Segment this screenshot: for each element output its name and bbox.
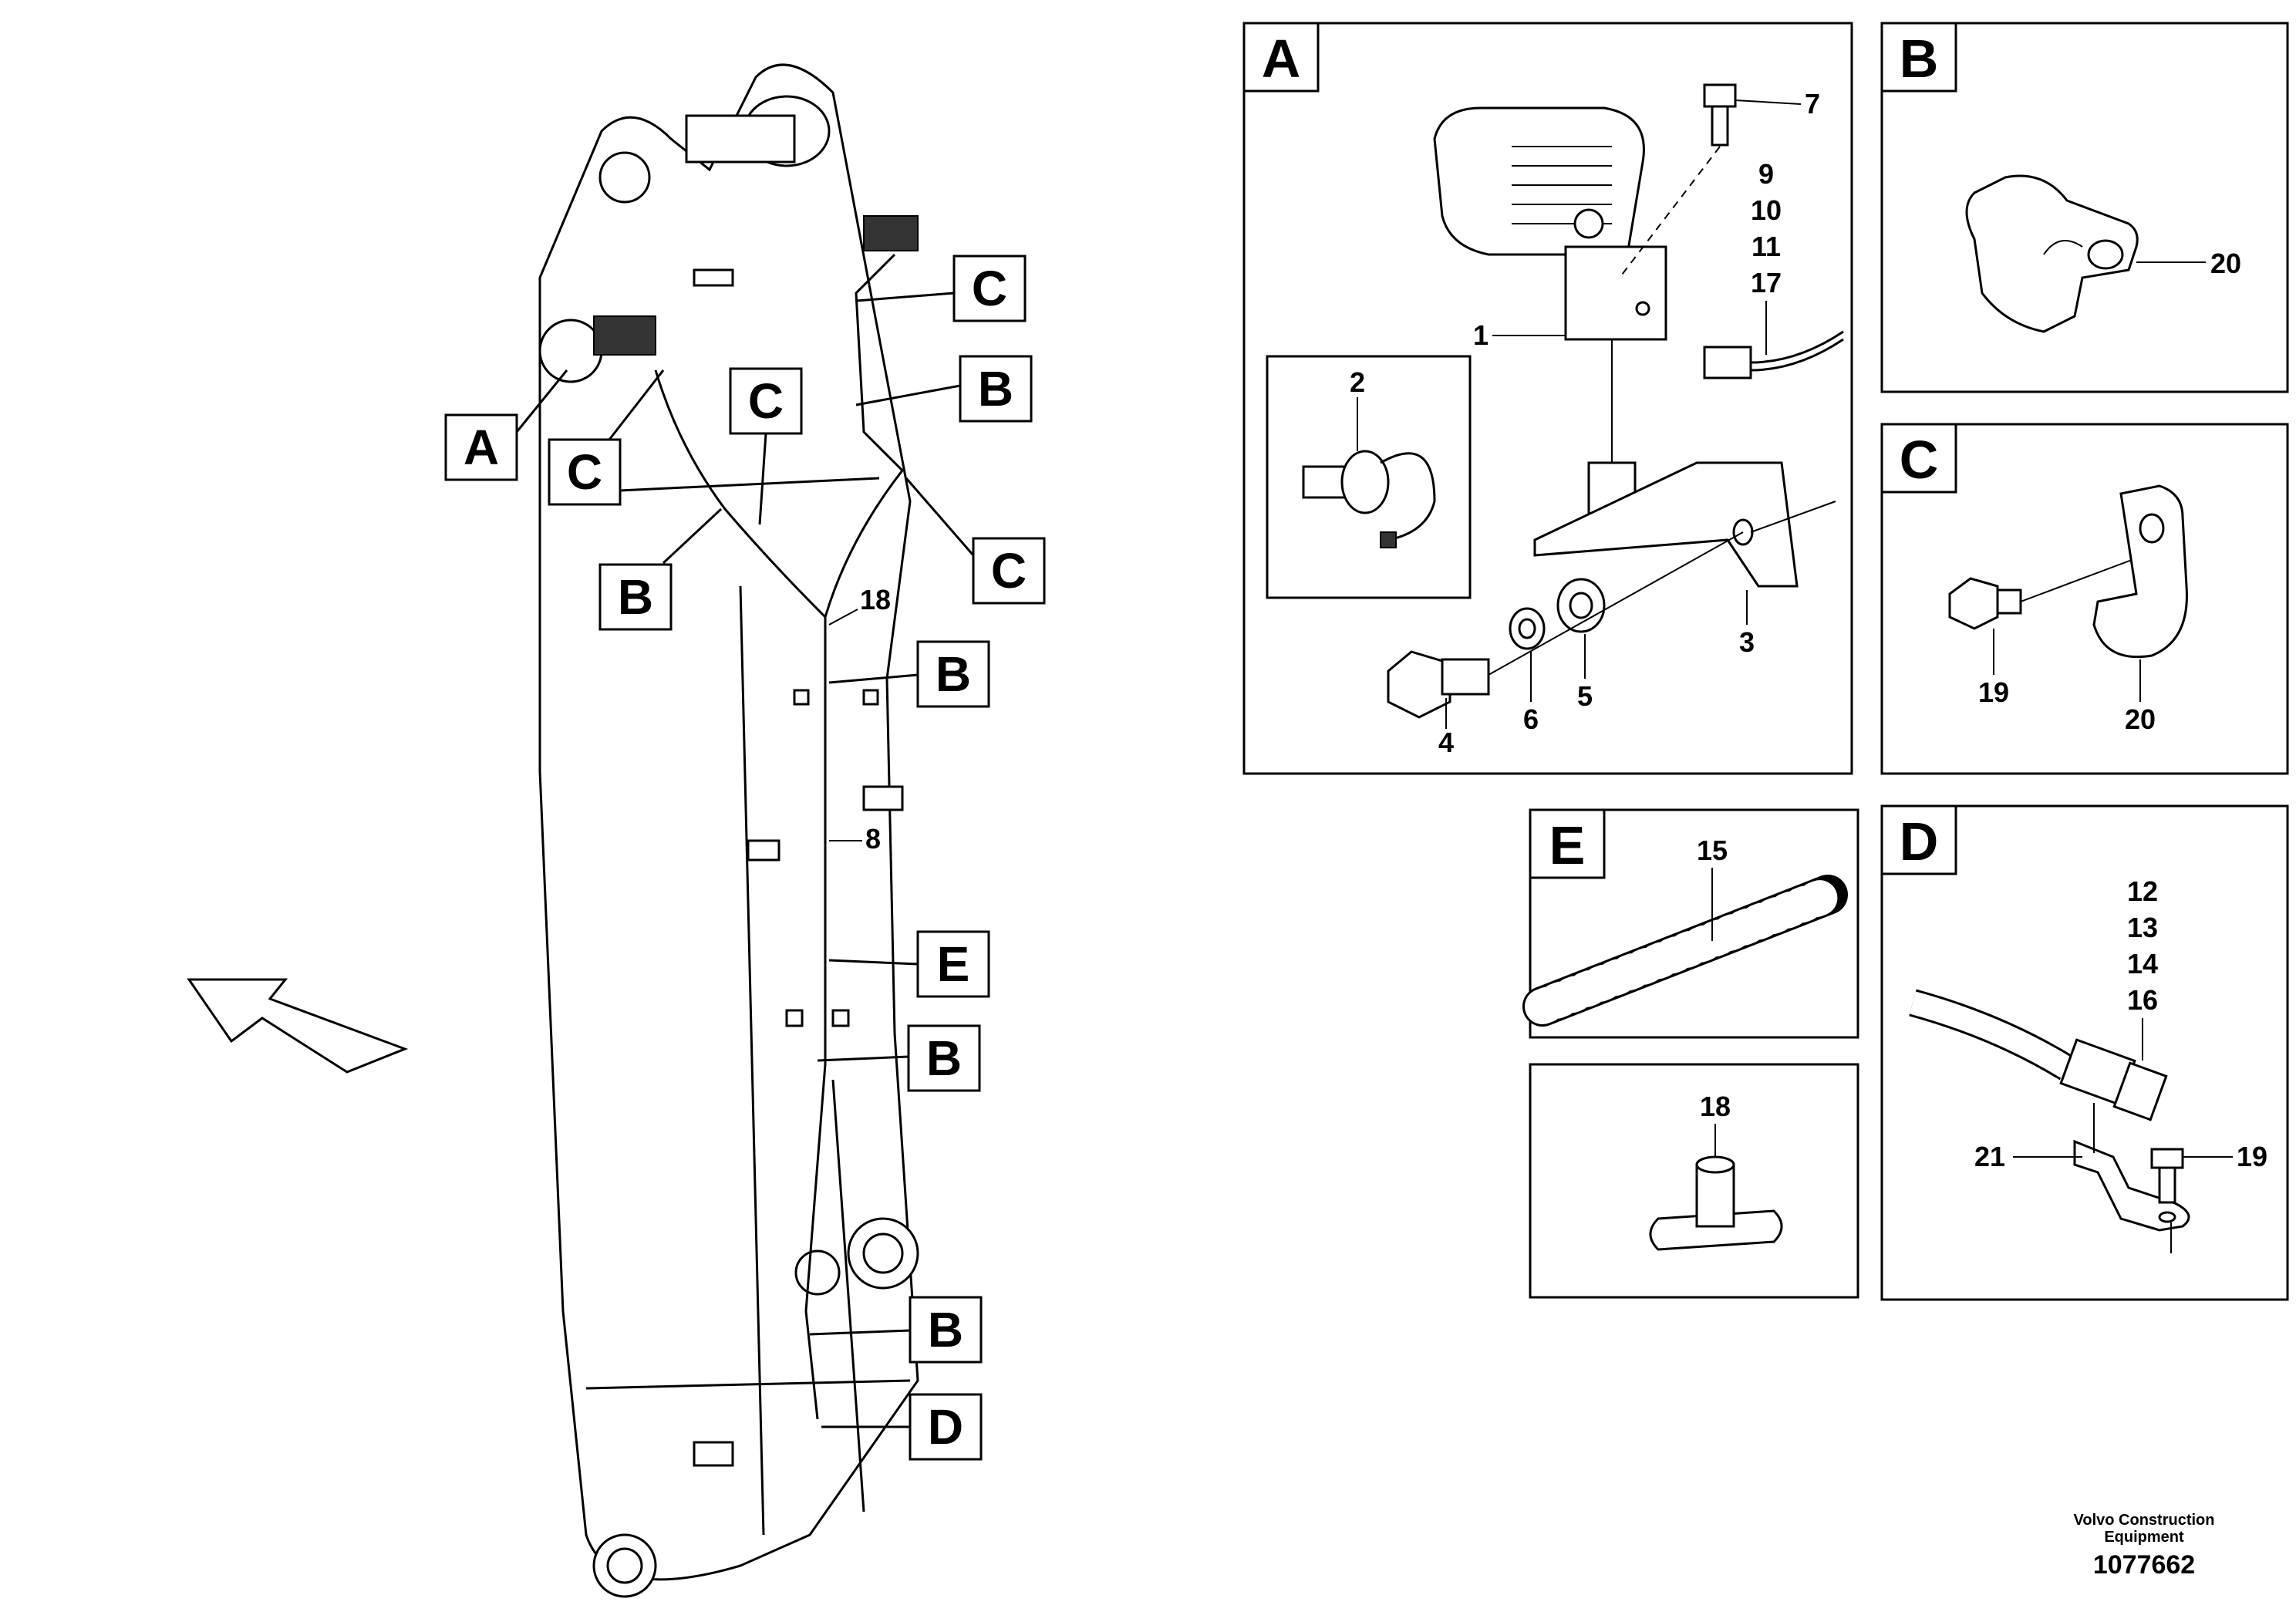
part-label-19-D: 19 [2237,1141,2267,1172]
svg-text:D: D [1900,811,1939,872]
svg-text:C: C [1900,430,1939,490]
hex-bolt-4-icon [1387,650,1490,719]
document-number: 1077662 [2092,1550,2196,1580]
svg-text:C: C [991,543,1027,599]
detail-panel-E: E 15 [1522,808,1859,1039]
maker-line-1: Volvo Construction [2073,1512,2215,1529]
part-label-18-detail: 18 [1700,1091,1731,1122]
part-label-1: 1 [1473,319,1489,351]
svg-text:B: B [1900,29,1939,89]
bolt-19-icon [1948,555,2145,630]
part-label-8-boom: 8 [829,823,881,855]
svg-text:2: 2 [1350,366,1365,398]
part-label-20-B: 20 [2210,248,2241,279]
callout-tag-A-boom: A [444,369,568,481]
part-label-12: 12 [2127,875,2158,907]
callout-tag-B-boom-4: B [817,1024,981,1092]
svg-text:E: E [937,936,970,992]
p-clamp-20-icon [1965,174,2139,333]
part-label-13: 13 [2127,912,2158,943]
direction-arrow-icon [187,978,409,1074]
svg-text:A: A [464,420,499,475]
washer-6-icon [1509,607,1546,650]
connector-17-icon [1703,330,1844,379]
svg-text:C: C [972,261,1007,316]
detail-panel-C: C 19 20 [1880,423,2289,775]
svg-text:E: E [1549,815,1586,875]
callout-tag-B-boom-2: B [598,508,723,631]
svg-text:B: B [618,569,653,625]
part-label-3: 3 [1739,626,1755,658]
callout-tag-B-boom-5: B [809,1296,983,1364]
tee-connector-18-icon [1649,1155,1783,1251]
svg-text:D: D [928,1399,963,1455]
part-label-16: 16 [2127,984,2158,1016]
callout-tag-C-boom-2: C [729,367,803,525]
callout-tag-E-boom: E [828,930,990,998]
boom-assembly [538,63,919,1598]
mount-bracket-icon [1533,339,1836,588]
callout-tag-D-boom: D [821,1393,983,1461]
part-label-6: 6 [1523,703,1539,735]
callout-tag-C-boom-4: C [905,477,1046,605]
maker-line-2: Equipment [2104,1529,2184,1546]
work-lamp-icon [1433,106,1667,341]
part-label-7: 7 [1805,88,1820,120]
part-label-17: 17 [1751,267,1782,298]
part-label-10: 10 [1751,194,1782,226]
part-label-4: 4 [1438,727,1454,758]
svg-text:8: 8 [865,823,881,855]
svg-text:C: C [567,444,602,500]
bolt-7-icon [1619,83,1737,278]
p-clamp-20-icon [2092,484,2188,659]
svg-text:B: B [936,646,971,702]
part-label-11: 11 [1752,231,1781,262]
part-label-15: 15 [1697,835,1728,866]
part-label-5: 5 [1577,680,1593,712]
part-label-9: 9 [1758,158,1774,190]
part-label-20-C: 20 [2125,703,2156,735]
harness-connector-icon [1909,989,2168,1121]
callout-tag-B-boom-3: B [828,640,990,708]
callout-tag-C-boom-1: C [548,369,665,506]
part-label-14: 14 [2127,948,2158,980]
svg-text:B: B [926,1030,962,1086]
svg-text:18: 18 [860,584,891,615]
detail-panel-tee-18: 18 [1529,1063,1859,1299]
detail-panel-B: B 20 [1880,22,2289,393]
corrugated-conduit-15-icon [1522,875,1848,1027]
document-footer: Volvo Construction Equipment 1077662 [2036,1512,2252,1580]
svg-text:C: C [748,373,784,429]
svg-text:B: B [928,1302,963,1357]
part-label-19-C: 19 [1978,676,2009,708]
detail-panel-A: A [1242,22,1853,775]
detail-panel-D: D 12 13 14 16 21 19 [1880,804,2289,1301]
bolt-19-icon [2150,1148,2184,1204]
callout-tag-B-boom-1: B [855,355,1033,423]
part-label-18-boom: 18 [828,584,891,626]
part-label-21: 21 [1974,1141,2005,1172]
bulb-inset-2: 2 [1266,355,1472,599]
svg-text:A: A [1262,29,1301,89]
callout-tag-C-boom-3: C [855,255,1027,322]
svg-text:B: B [978,361,1013,416]
washer-5-icon [1556,578,1606,633]
